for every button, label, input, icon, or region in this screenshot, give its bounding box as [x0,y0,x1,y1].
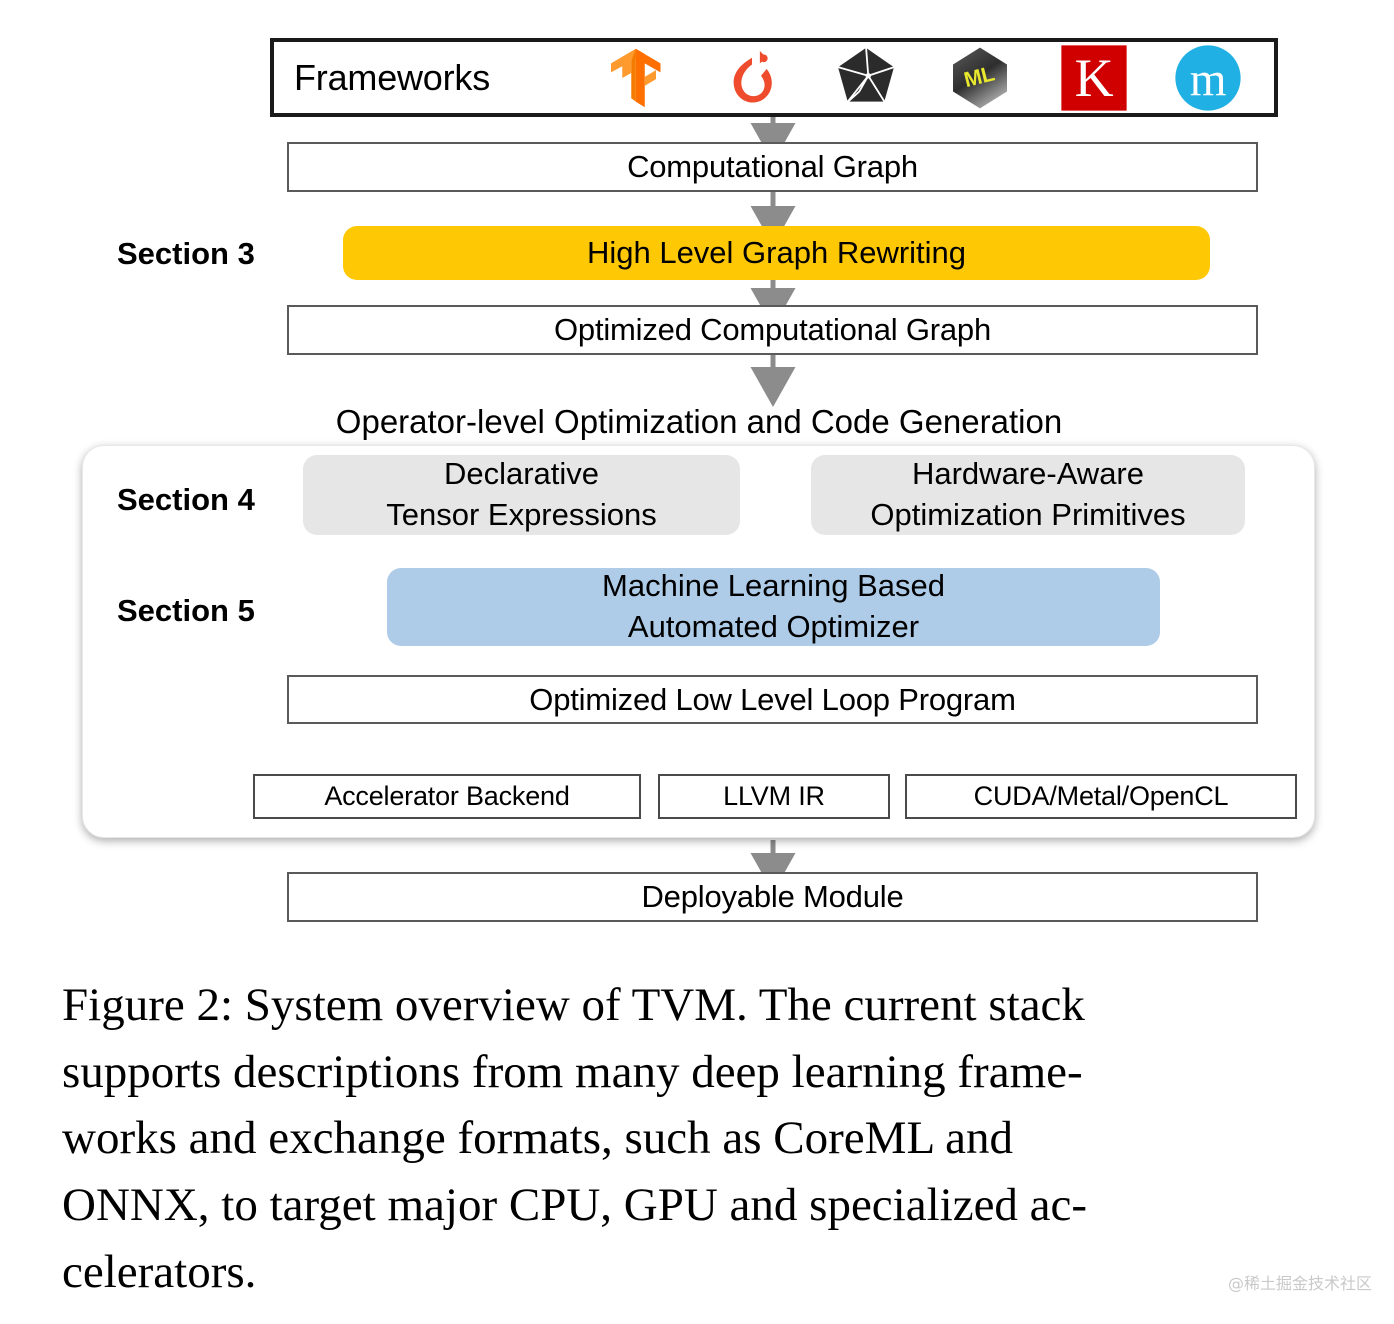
mxnet-logo-text: m [1190,53,1227,105]
cuda-metal-opencl-box: CUDA/Metal/OpenCL [905,774,1297,819]
declarative-tensor-expressions-line2: Tensor Expressions [386,497,657,532]
computational-graph-box: Computational Graph [287,142,1258,192]
caption-line-5: celerators. [62,1245,257,1298]
onnx-logo [834,43,898,105]
caption-line-2: supports descriptions from many deep lea… [62,1045,1083,1098]
frameworks-label: Frameworks [294,56,491,98]
keras-logo-text: K [1075,48,1114,108]
hardware-aware-line1: Hardware-Aware [911,456,1144,492]
frameworks-box: Frameworks [270,38,1278,117]
optimized-low-level-loop-program-box: Optimized Low Level Loop Program [287,675,1258,724]
tensorflow-logo [611,48,661,107]
keras-logo: K [1061,44,1127,111]
framework-logo-row: ML K m [490,42,1274,114]
accelerator-backend-box: Accelerator Backend [253,774,641,819]
mxnet-logo: m [1175,44,1241,111]
high-level-graph-rewriting-box: High Level Graph Rewriting [343,226,1210,280]
caption-line-1: Figure 2: System overview of TVM. The cu… [62,979,1085,1031]
section-4-label: Section 4 [117,482,255,517]
hardware-aware-optimization-primitives-box: Hardware-Aware Optimization Primitives [811,455,1245,535]
pytorch-logo [733,50,772,103]
ml-automated-optimizer-box: Machine Learning Based Automated Optimiz… [387,568,1160,646]
optimized-computational-graph-box: Optimized Computational Graph [287,305,1258,355]
figure-caption: Figure 2: System overview of TVM. The cu… [62,972,1330,1306]
section-3-label: Section 3 [117,236,255,271]
operator-level-title: Operator-level Optimization and Code Gen… [335,403,1063,440]
coreml-logo: ML [953,47,1007,108]
ml-optimizer-line1: Machine Learning Based [602,568,945,604]
ml-optimizer-line2: Automated Optimizer [627,609,920,644]
declarative-tensor-expressions-line1: Declarative [443,456,600,492]
deployable-module-box: Deployable Module [287,872,1258,922]
hardware-aware-line2: Optimization Primitives [870,497,1186,532]
caption-line-4: ONNX, to target major CPU, GPU and speci… [62,1179,1088,1232]
declarative-tensor-expressions-box: Declarative Tensor Expressions [303,455,740,535]
section-5-label: Section 5 [117,593,255,628]
caption-line-3: works and exchange formats, such as Core… [62,1112,1014,1165]
watermark: @稀土掘金技术社区 [1227,1274,1372,1293]
llvm-ir-box: LLVM IR [658,774,890,819]
